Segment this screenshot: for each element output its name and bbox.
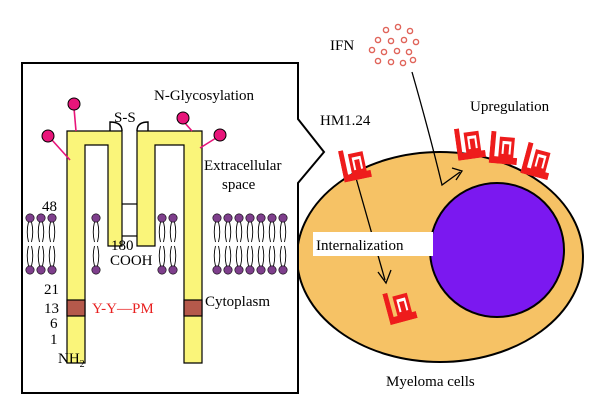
lipid-head (25, 213, 35, 223)
lipid-head (278, 213, 288, 223)
lipid-tail (37, 221, 45, 243)
lipid-head (157, 213, 167, 223)
myeloma-cells-label: Myeloma cells (386, 374, 475, 390)
extracellular-label-1: Extracellular (204, 158, 281, 174)
lipid-head (168, 213, 178, 223)
lipid-head (234, 265, 244, 275)
lipid-head (25, 265, 35, 275)
lipid-tail (246, 221, 254, 243)
motif-band-right (183, 299, 203, 317)
internalization-arrow (355, 177, 386, 281)
motif-label: Y-Y—PM (92, 301, 154, 317)
residue-48: 48 (42, 199, 57, 215)
residue-13: 13 (44, 301, 59, 317)
lipid-head (234, 213, 244, 223)
lipid-tail (268, 221, 276, 243)
lipid-tail (26, 245, 34, 267)
lipid-tail (26, 221, 34, 243)
lipid-head (267, 265, 277, 275)
lipid-head (36, 265, 46, 275)
lipid-head (256, 265, 266, 275)
residue-180: 180 (111, 238, 134, 254)
hm124-protein (66, 130, 203, 364)
lipid-head (91, 213, 101, 223)
lipid-tail (268, 245, 276, 267)
arrows (355, 71, 464, 285)
ifn-molecules (368, 23, 420, 67)
lipid-head (91, 265, 101, 275)
lipid-head (245, 265, 255, 275)
ifn-arrow (411, 71, 461, 187)
lipid-head (278, 265, 288, 275)
residue-6: 6 (50, 316, 58, 332)
lipid-head (157, 265, 167, 275)
lipid-tail (213, 221, 221, 243)
lipid-head (223, 265, 233, 275)
lipid-tail (92, 245, 100, 267)
lipid-tail (235, 245, 243, 267)
cytoplasm-label: Cytoplasm (205, 294, 270, 310)
lipid-head (47, 213, 57, 223)
nucleus (429, 182, 565, 318)
lipid-head (36, 213, 46, 223)
lipid-tail (279, 221, 287, 243)
lipid-head (245, 213, 255, 223)
lipid-head (223, 213, 233, 223)
upregulation-label: Upregulation (470, 99, 550, 115)
lipid-tail (213, 245, 221, 267)
lipid-tail (257, 245, 265, 267)
lipid-tail (169, 245, 177, 267)
residue-1: 1 (50, 332, 58, 348)
lipid-tail (48, 221, 56, 243)
lipid-tail (48, 245, 56, 267)
lipid-tail (224, 221, 232, 243)
lipid-tail (37, 245, 45, 267)
nh2-label: NH2 (58, 351, 85, 370)
lipid-head (212, 265, 222, 275)
lipid-tail (158, 221, 166, 243)
lipid-head (168, 265, 178, 275)
glycosylation-sites (41, 97, 227, 161)
lipid-head (267, 213, 277, 223)
lipid-tail (169, 221, 177, 243)
lipid-tail (92, 221, 100, 243)
residue-21: 21 (44, 282, 59, 298)
lipid-tail (279, 245, 287, 267)
internalization-label: Internalization (316, 238, 404, 254)
lipid-head (212, 213, 222, 223)
s-s-label: S-S (114, 110, 136, 126)
receptor-upregulated-2 (488, 130, 520, 166)
receptor-hm124 (337, 145, 373, 183)
lipid-tail (235, 221, 243, 243)
receptor-upregulated-1 (453, 125, 487, 161)
n-glycosylation-label: N-Glycosylation (154, 88, 254, 104)
extracellular-label-2: space (222, 177, 256, 193)
lipid-tail (257, 221, 265, 243)
motif-band-left (66, 299, 86, 317)
lipid-head (47, 265, 57, 275)
lipid-tail (224, 245, 232, 267)
lipid-head (256, 213, 266, 223)
hm124-label: HM1.24 (320, 113, 371, 129)
membrane-bilayer (25, 213, 288, 275)
lipid-tail (246, 245, 254, 267)
ifn-label: IFN (330, 38, 354, 54)
cooh-label: COOH (110, 253, 153, 269)
lipid-tail (158, 245, 166, 267)
disulfide-bond (109, 121, 149, 132)
internalization-label-bg (313, 232, 433, 256)
